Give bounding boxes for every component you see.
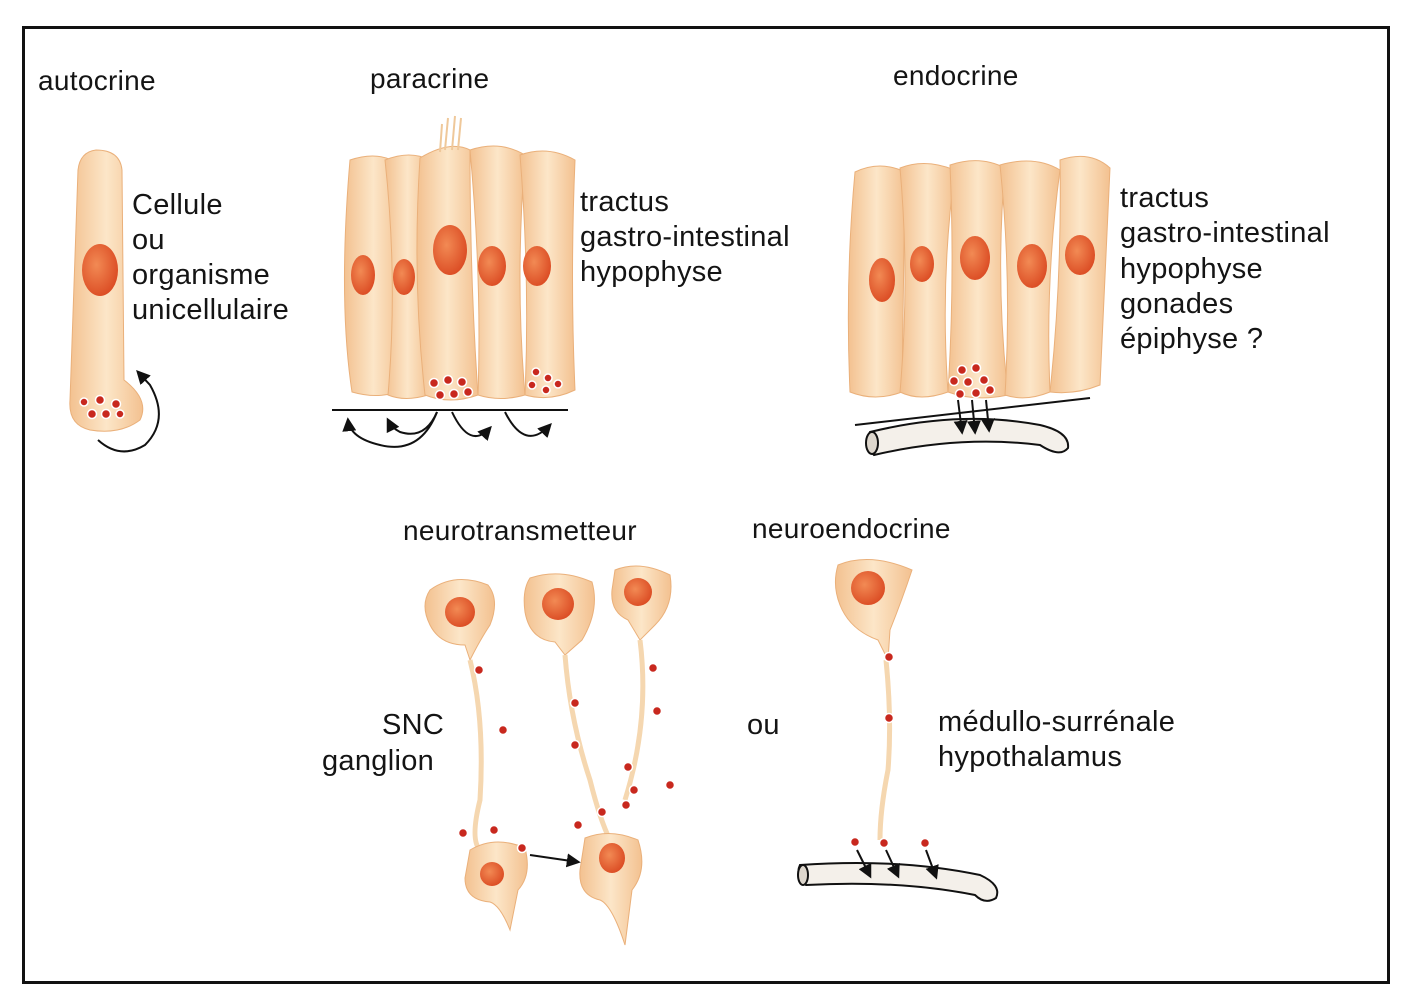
neurotransmitter-desc-line-1: SNC	[382, 709, 445, 741]
paracrine-cilia	[439, 115, 462, 153]
neuroendocrine-title: neuroendocrine	[752, 513, 951, 544]
neuroendocrine-desc-line-2: hypothalamus	[938, 741, 1123, 773]
endocrine-nucleus-5	[1065, 235, 1095, 275]
autocrine-desc-line-3: organisme	[132, 259, 271, 291]
autocrine-granules	[79, 394, 125, 420]
endocrine-blood-vessel	[866, 417, 1070, 457]
paracrine-desc-line-3: hypophyse	[580, 256, 723, 288]
paracrine-nucleus-5	[523, 246, 551, 286]
endocrine-secretion-arrows	[953, 399, 995, 435]
paracrine-desc-line-1: tractus	[580, 186, 670, 218]
autocrine-desc-line-2: ou	[132, 224, 165, 256]
neuroendocrine-neuron	[797, 559, 999, 902]
neuroendocrine-release-arrows	[856, 849, 939, 880]
neuron-3-nucleus	[624, 578, 652, 606]
paracrine-granules	[428, 367, 563, 401]
paracrine-epithelium	[332, 115, 576, 448]
endocrine-nucleus-1	[869, 258, 895, 302]
neuron-2-nucleus	[542, 588, 574, 620]
neuron-4-nucleus	[480, 862, 504, 886]
neuron-4	[464, 841, 528, 932]
diagram-frame	[22, 26, 1390, 984]
endocrine-cell-2	[899, 163, 956, 398]
endocrine-desc-line-1: tractus	[1120, 182, 1210, 214]
neuroendocrine-vesicles	[849, 651, 931, 849]
endocrine-epithelium	[847, 155, 1111, 457]
autocrine-cell	[69, 149, 160, 453]
neurotransmitter-desc-line-2: ganglion	[322, 745, 435, 777]
neuron-1-nucleus	[445, 597, 475, 627]
endocrine-desc-line-5: épiphyse ?	[1120, 323, 1264, 355]
paracrine-nucleus-2	[393, 259, 415, 295]
neuroendocrine-blood-vessel	[797, 861, 999, 902]
endocrine-nucleus-4	[1017, 244, 1047, 288]
neurotransmitter-neurons	[424, 565, 676, 946]
autocrine-desc-line-4: unicellulaire	[132, 294, 290, 326]
neurotransmitter-vesicles	[457, 662, 676, 854]
neurosecretory-axon	[877, 659, 893, 841]
neuron-1-axon	[467, 659, 484, 852]
neuroendocrine-desc-line-1: médullo-surrénale	[938, 706, 1176, 738]
neuron-5-nucleus	[599, 843, 625, 873]
autocrine-nucleus	[82, 244, 118, 296]
endocrine-vessel-opening	[865, 431, 879, 455]
paracrine-nucleus-1	[351, 255, 375, 295]
endocrine-nucleus-3	[960, 236, 990, 280]
paracrine-desc-line-2: gastro-intestinal	[580, 221, 790, 253]
endocrine-granules	[948, 362, 996, 400]
neuroendocrine-vessel-opening	[797, 864, 809, 886]
endocrine-title: endocrine	[893, 60, 1019, 91]
endocrine-nucleus-2	[910, 246, 934, 282]
neurotransmitter-title: neurotransmetteur	[403, 515, 637, 546]
paracrine-title: paracrine	[370, 63, 490, 94]
autocrine-title: autocrine	[38, 65, 156, 96]
synapse-arrow	[529, 853, 581, 868]
neuron-5	[579, 833, 643, 946]
neuron-2-3-axon	[562, 639, 646, 842]
paracrine-diffusion-arrows	[342, 411, 552, 448]
endocrine-desc-line-3: hypophyse	[1120, 253, 1263, 285]
autocrine-desc-line-1: Cellule	[132, 189, 223, 221]
endocrine-desc-line-4: gonades	[1120, 288, 1234, 320]
paracrine-nucleus-4	[478, 246, 506, 286]
autocrine-feedback-arrow	[97, 369, 160, 453]
paracrine-nucleus-3	[433, 225, 467, 275]
connector-or: ou	[747, 709, 780, 741]
endocrine-desc-line-2: gastro-intestinal	[1120, 217, 1330, 249]
neurosecretory-nucleus	[851, 571, 885, 605]
